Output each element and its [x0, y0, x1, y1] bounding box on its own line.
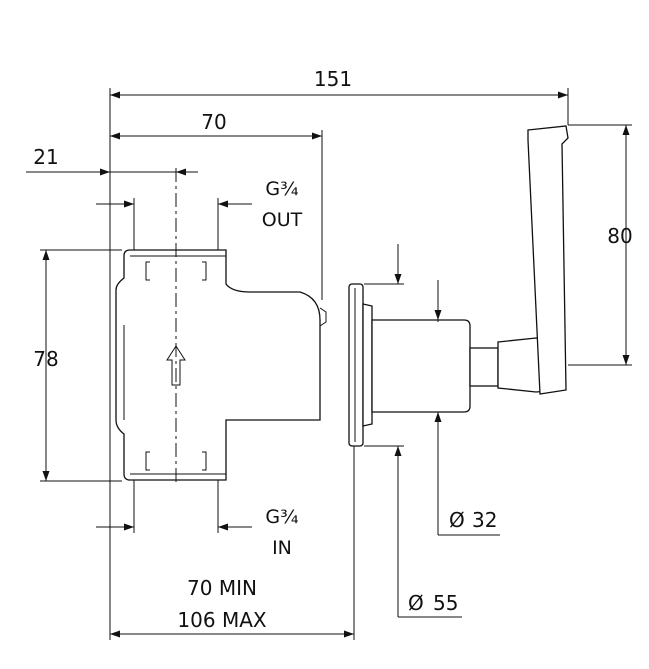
- inlet-thread-label: G¾: [265, 506, 298, 528]
- outlet-thread-label: G¾: [265, 178, 298, 200]
- dim-80-label: 80: [607, 224, 632, 248]
- dimension-diameter-32: Ø 32: [434, 412, 500, 536]
- dim-21-label: 21: [33, 145, 58, 169]
- dimension-inlet-offset: 21: [26, 145, 198, 176]
- extension-lines: [40, 88, 632, 640]
- inlet-label: IN: [272, 537, 292, 559]
- cartridge-housing: [371, 319, 499, 413]
- dimension-height: 78: [33, 250, 59, 481]
- dim-min-label: 70 MIN: [187, 576, 257, 600]
- outlet-label: OUT: [262, 209, 303, 231]
- dimension-diameter-55: Ø 55: [394, 446, 462, 618]
- flange-offset-arrows: [394, 244, 442, 320]
- lever-handle: [497, 125, 569, 395]
- dim-32-label: 32: [472, 508, 497, 532]
- inlet-port-dimension: G¾ IN: [96, 506, 299, 559]
- dimension-install-depth: 70 MIN 106 MAX: [110, 576, 354, 638]
- diameter-symbol-32: Ø: [449, 508, 465, 532]
- dimension-overall-width: 151: [110, 67, 568, 99]
- dim-151-label: 151: [314, 67, 352, 91]
- diameter-symbol-55: Ø: [408, 591, 424, 615]
- dim-70-label: 70: [201, 110, 226, 134]
- flow-arrow-icon: [166, 345, 186, 386]
- dim-max-label: 106 MAX: [177, 608, 266, 632]
- dimension-body-width: 70: [110, 110, 322, 140]
- valve-body: [115, 168, 327, 486]
- dim-78-label: 78: [33, 347, 58, 371]
- outlet-port-dimension: G¾ OUT: [96, 178, 303, 231]
- wall-flange: [348, 283, 373, 447]
- dimension-lever-height: 80: [607, 125, 633, 365]
- dim-55-label: 55: [433, 591, 458, 615]
